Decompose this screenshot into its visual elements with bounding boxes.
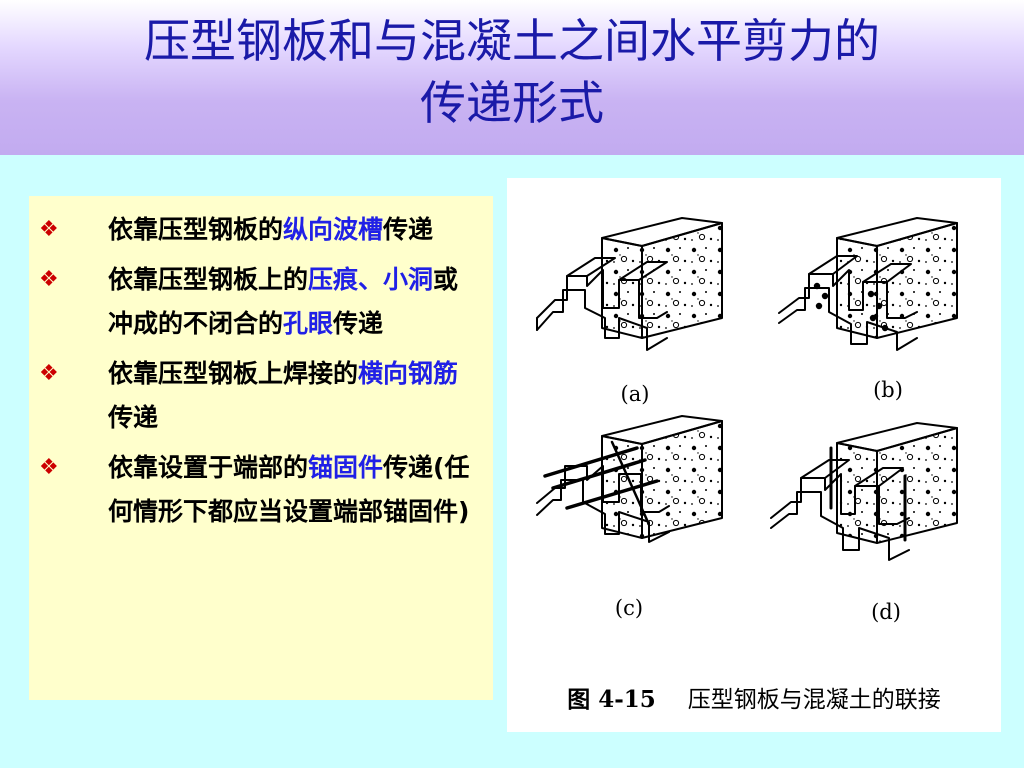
bullet-text: 依靠压型钢板上焊接的 <box>108 359 359 388</box>
caption-number: 图 4-15 <box>567 686 656 713</box>
bullet-highlight: 横向钢筋 <box>358 359 459 388</box>
title-line-1: 压型钢板和与混凝土之间水平剪力的 <box>144 14 880 68</box>
figure-label-b: (b) <box>873 378 903 402</box>
bullet-item: ❖ 依靠设置于端部的锚固件传递(任何情形下都应当设置端部锚固件) <box>29 446 493 534</box>
bullet-text: 传递 <box>383 215 434 244</box>
bullet-item: ❖ 依靠压型钢板上焊接的横向钢筋传递 <box>29 352 493 440</box>
figure-label-a: (a) <box>620 382 650 406</box>
bullet-item: ❖ 依靠压型钢板的纵向波槽传递 <box>29 208 493 252</box>
bullet-text: 依靠压型钢板上的 <box>108 265 309 294</box>
caption-text: 压型钢板与混凝土的联接 <box>687 687 941 713</box>
figure-c-drawing <box>536 415 723 543</box>
bullet-highlight: 压痕、小洞 <box>308 265 434 294</box>
bullet-marker-icon: ❖ <box>39 361 59 386</box>
bullet-list: ❖依靠压型钢板的纵向波槽传递❖依靠压型钢板上的压痕、小洞或冲成的不闭合的孔眼传递… <box>29 196 493 534</box>
bullet-highlight: 纵向波槽 <box>283 215 384 244</box>
figure-label-c: (c) <box>614 596 644 620</box>
figure-b-drawing <box>778 217 958 351</box>
bullet-text: 传递 <box>333 309 384 338</box>
figure-caption: 图 4-15 压型钢板与混凝土的联接 <box>507 680 1001 714</box>
figure-label-d: (d) <box>871 600 901 624</box>
figure-panel: (a) (b) (c) (d) 图 4-15 压型钢板与混凝土的联接 <box>507 178 1001 732</box>
bullet-text: 依靠设置于端部的 <box>108 453 309 482</box>
bullet-text: 传递(任何情形下都应当设置端部锚固件) <box>108 453 470 526</box>
bullet-text: 依靠压型钢板的 <box>108 215 284 244</box>
title-line-2: 传递形式 <box>420 76 604 130</box>
figure-illustration <box>536 217 958 561</box>
page-title: 压型钢板和与混凝土之间水平剪力的 传递形式 <box>0 10 1024 134</box>
bullet-item: ❖ 依靠压型钢板上的压痕、小洞或冲成的不闭合的孔眼传递 <box>29 258 493 346</box>
bullet-text: 传递 <box>108 403 159 432</box>
bullet-marker-icon: ❖ <box>39 267 59 292</box>
bullet-panel: ❖依靠压型钢板的纵向波槽传递❖依靠压型钢板上的压痕、小洞或冲成的不闭合的孔眼传递… <box>29 196 493 700</box>
bullet-highlight: 锚固件 <box>308 453 384 482</box>
bullet-text: 或冲成的不闭合的 <box>108 265 459 338</box>
bullet-highlight: 孔眼 <box>283 309 334 338</box>
bullet-marker-icon: ❖ <box>39 217 59 242</box>
figure-d-drawing <box>770 422 958 561</box>
figure-a-drawing <box>536 217 723 351</box>
bullet-marker-icon: ❖ <box>39 455 59 480</box>
title-bar: 压型钢板和与混凝土之间水平剪力的 传递形式 <box>0 0 1024 155</box>
